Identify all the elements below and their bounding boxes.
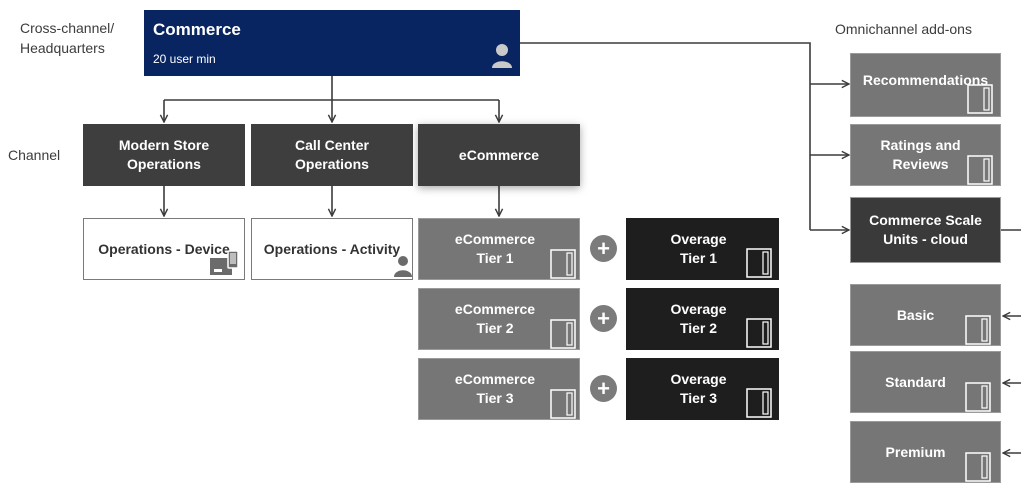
license-icon [967, 155, 993, 185]
ecommerce-channel-box: eCommerce [418, 124, 580, 186]
commerce-subtitle: 20 user min [153, 52, 216, 66]
license-icon [967, 84, 993, 114]
cross-channel-label: Cross-channel/ Headquarters [20, 20, 115, 56]
recommendations-box: Recommendations [850, 53, 1001, 117]
license-icon [550, 249, 576, 279]
ecommerce-tier-2-label: eCommerce Tier 2 [454, 301, 536, 336]
ratings-reviews-box: Ratings and Reviews [850, 124, 1001, 186]
ecommerce-tier-1-box: eCommerce Tier 1 [418, 218, 580, 280]
basic-tier-box: Basic [850, 284, 1001, 346]
device-icon [210, 250, 239, 275]
commerce-box: Commerce 20 user min [144, 10, 520, 76]
recommendations-label: Recommendations [862, 71, 989, 88]
overage-tier-3-label: Overage Tier 3 [670, 371, 727, 406]
license-icon [965, 452, 991, 482]
modern-store-operations-box: Modern Store Operations [83, 124, 245, 186]
license-icon [550, 319, 576, 349]
license-icon [965, 382, 991, 412]
ecommerce-tier-3-label: eCommerce Tier 3 [454, 371, 536, 406]
operations-activity-box: Operations - Activity [251, 218, 413, 280]
plus-icon: + [590, 235, 617, 262]
user-icon [492, 44, 512, 68]
overage-tier-1-label: Overage Tier 1 [670, 231, 727, 266]
operations-device-label: Operations - Device [98, 240, 230, 257]
premium-tier-box: Premium [850, 421, 1001, 483]
operations-device-box: Operations - Device [83, 218, 245, 280]
license-icon [746, 248, 772, 278]
commerce-scale-units-box: Commerce Scale Units - cloud [850, 197, 1001, 263]
plus-icon: + [590, 375, 617, 402]
plus-icon: + [590, 305, 617, 332]
standard-tier-label: Standard [885, 373, 946, 390]
overage-tier-1-box: Overage Tier 1 [626, 218, 779, 280]
omnichannel-label: Omnichannel add-ons [835, 21, 972, 37]
license-icon [746, 388, 772, 418]
overage-tier-3-box: Overage Tier 3 [626, 358, 779, 420]
connector-commerce-right [520, 42, 811, 84]
license-icon [965, 315, 991, 345]
ecommerce-tier-3-box: eCommerce Tier 3 [418, 358, 580, 420]
license-icon [746, 318, 772, 348]
standard-tier-box: Standard [850, 351, 1001, 413]
call-center-operations-box: Call Center Operations [251, 124, 413, 186]
premium-tier-label: Premium [885, 443, 946, 460]
user-icon [394, 256, 412, 277]
ratings-reviews-label: Ratings and Reviews [880, 137, 961, 172]
ecommerce-tier-2-box: eCommerce Tier 2 [418, 288, 580, 350]
operations-activity-label: Operations - Activity [263, 240, 401, 257]
commerce-title: Commerce [153, 20, 241, 39]
channel-label: Channel [8, 147, 61, 163]
overage-tier-2-box: Overage Tier 2 [626, 288, 779, 350]
basic-tier-label: Basic [896, 306, 935, 323]
ecommerce-tier-1-label: eCommerce Tier 1 [454, 231, 536, 266]
overage-tier-2-label: Overage Tier 2 [670, 301, 727, 336]
license-icon [550, 389, 576, 419]
